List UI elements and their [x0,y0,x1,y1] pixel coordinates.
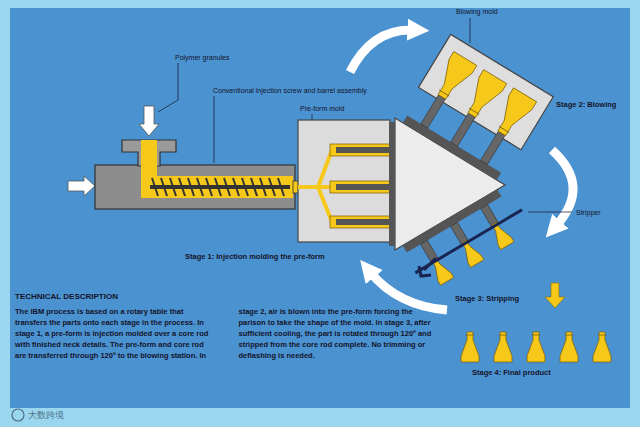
neck-ring [532,335,540,336]
barrel [95,165,295,209]
leader-line [214,96,215,163]
screw-flight [170,178,176,196]
bottle [490,88,536,140]
screw-shaft [150,185,290,189]
leader-line [470,18,471,43]
screw-flight [179,178,185,196]
neck-ring [565,335,573,336]
core-rod [336,219,396,225]
neck-ring [469,108,479,114]
stage-label: Stage 2: Blowing [556,100,616,109]
watermark: 大数跨境 [28,410,64,421]
bottle [458,238,484,268]
bottle [428,256,454,286]
runner [298,150,332,222]
screw-flight [269,178,275,196]
stage-label: Stage 1: Injection molding the pre-form [185,252,325,261]
leader-line [528,212,572,213]
product-arrow [545,283,565,308]
neck-ring [439,90,449,96]
core-rod [336,147,396,153]
bottle [593,332,611,362]
core-rod [481,131,505,164]
part-label: Pre-form mold [300,104,344,113]
screw [150,178,290,196]
section-heading: TECHNICAL DESCRIPTION [15,292,118,301]
granule-arrow [139,106,159,136]
neck-ring [499,335,507,336]
granule-feed [141,140,157,178]
watermark-logo [12,409,24,421]
strip-arrow [419,258,436,276]
bottle [430,51,476,103]
core-rod [421,95,445,128]
blowing-station [399,34,553,182]
leader-line [312,114,313,120]
screw-flight [161,178,167,196]
core-rod [451,113,475,146]
screw-flight [233,178,239,196]
bottle [488,220,514,250]
panel [10,8,630,408]
neck-ring [466,335,474,336]
screw-flight [224,178,230,196]
side-plate [389,122,395,246]
screw-flight [152,178,158,196]
core-rod [336,184,396,190]
description-text: The IBM process is based on a rotary tab… [15,306,440,361]
core-rods [330,144,396,228]
side-plate [403,116,501,180]
bottle [527,332,545,362]
rotation-arrow [350,30,414,72]
melt-channel [141,176,293,198]
bottle [494,332,512,362]
stripping-station [400,184,534,293]
screw-flight [260,178,266,196]
blowing-mold [418,34,553,149]
screw-flight [197,178,203,196]
leader-line [158,63,178,112]
stage-label: Stage 3: Stripping [455,294,519,303]
stage-label: Stage 4: Final product [472,368,551,377]
part-label: Polymer granules [175,53,229,62]
part-label: Stripper [576,208,601,217]
bottle [461,332,479,362]
screw-flight [242,178,248,196]
bottle [560,332,578,362]
screw-flight [206,178,212,196]
feed-arrow [68,176,95,196]
side-plate [403,190,502,253]
screw-flight [278,178,284,196]
screw-flight [215,178,221,196]
neck-ring [598,335,606,336]
part-label: Conventional injection screw and barrel … [213,86,367,95]
screw-flight [251,178,257,196]
rotation-arrow [552,150,573,226]
screw-flight [188,178,194,196]
neck-ring [499,126,509,132]
bottle [460,70,506,122]
final-products [461,332,611,362]
rotation-arrow [370,272,447,310]
part-label: Blowing mold [456,7,498,16]
